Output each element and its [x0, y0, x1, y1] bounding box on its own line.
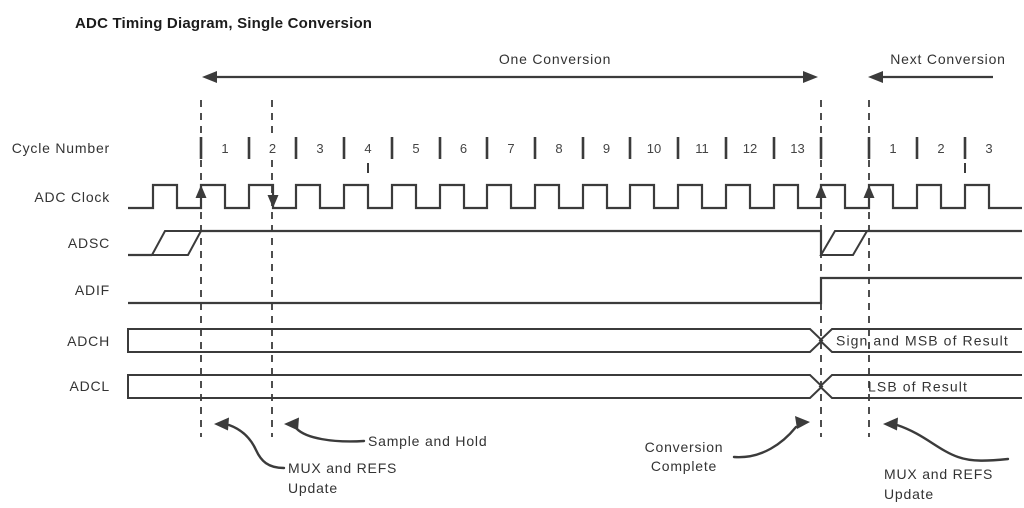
adch-row: ADCH Sign and MSB of Result — [67, 328, 1022, 353]
adsc-high-segment — [201, 229, 823, 255]
adch-result-label: Sign and MSB of Result — [836, 333, 1009, 349]
cycle-number: 6 — [460, 141, 467, 156]
adif-row: ADIF — [75, 276, 1022, 305]
adcl-bus-unknown-hatched — [127, 374, 824, 399]
one-conversion-label: One Conversion — [499, 51, 611, 67]
next-conversion-label: Next Conversion — [890, 51, 1006, 67]
annotation-mux-refs-update-start: MUX and REFS Update — [214, 417, 397, 496]
pointer-curve — [732, 425, 798, 459]
pointer-curve — [295, 427, 366, 443]
adc-clock-row: ADC Clock — [34, 183, 1022, 210]
pointer-arrow-head-icon — [284, 417, 299, 431]
cycle-number: 1 — [221, 141, 228, 156]
pointer-curve — [227, 423, 286, 470]
next-cycle-number: 2 — [937, 141, 944, 156]
adch-bus-result-band — [818, 328, 1022, 353]
row-label-cycle-number: Cycle Number — [12, 140, 110, 156]
adch-bus-unknown-hatched — [127, 328, 824, 353]
pointer-arrow-head-icon — [883, 417, 898, 431]
cycle-number: 13 — [790, 141, 804, 156]
annotation-label: Conversion — [645, 439, 724, 455]
cycle-number: 11 — [695, 141, 709, 156]
arrow-head-right-icon — [803, 71, 818, 83]
annotation-label: Sample and Hold — [368, 433, 487, 449]
annotation-label: MUX and REFS — [288, 460, 397, 476]
row-label-adsc: ADSC — [68, 235, 110, 251]
next-conversion-span: Next Conversion — [868, 51, 1006, 83]
adsc-set-transition-hatch — [150, 230, 203, 256]
cycle-number: 9 — [603, 141, 610, 156]
annotation-conversion-complete: Conversion Complete — [645, 416, 810, 474]
annotation-label: Complete — [651, 458, 717, 474]
arrow-head-left-icon — [202, 71, 217, 83]
cycle-number: 10 — [647, 141, 661, 156]
row-label-adcl: ADCL — [69, 378, 110, 394]
cycle-numbers: 1 2 3 4 5 6 7 8 9 10 11 12 13 1 2 3 — [221, 141, 992, 156]
row-label-adch: ADCH — [67, 333, 110, 349]
annotation-sample-and-hold: Sample and Hold — [284, 417, 487, 449]
annotation-label: Update — [288, 480, 338, 496]
event-marker-lines — [200, 100, 966, 437]
row-label-adif: ADIF — [75, 282, 110, 298]
next-cycle-number: 3 — [985, 141, 992, 156]
rising-edge-arrow-icon — [195, 185, 207, 207]
cycle-number: 4 — [364, 141, 371, 156]
annotation-label: MUX and REFS — [884, 466, 993, 482]
cycle-number: 12 — [743, 141, 757, 156]
adcl-row: ADCL LSB of Result — [69, 374, 1022, 399]
next-cycle-number: 1 — [889, 141, 896, 156]
adcl-bus-result-band — [818, 374, 1022, 399]
adsc-set-again-transition-hatch — [819, 230, 869, 256]
adc-clock-waveform — [128, 183, 1022, 210]
row-label-adc-clock: ADC Clock — [34, 189, 110, 205]
adcl-result-label: LSB of Result — [868, 379, 968, 395]
pointer-curve — [895, 423, 1010, 462]
cycle-ticks — [199, 137, 967, 159]
rising-edge-arrow-icon — [863, 185, 875, 207]
figure-title: ADC Timing Diagram, Single Conversion — [75, 15, 372, 32]
adsc-row: ADSC — [68, 229, 1022, 257]
rising-edge-arrow-icon — [815, 185, 827, 207]
cycle-number: 8 — [555, 141, 562, 156]
cycle-number: 7 — [507, 141, 514, 156]
one-conversion-span: One Conversion — [202, 51, 818, 83]
arrow-head-left-icon — [868, 71, 883, 83]
pointer-arrow-head-icon — [795, 416, 810, 429]
cycle-number: 3 — [316, 141, 323, 156]
cycle-number-row: Cycle Number 1 2 3 4 5 6 7 8 9 10 11 12 … — [12, 137, 993, 159]
annotation-label: Update — [884, 486, 934, 502]
cycle-number: 5 — [412, 141, 419, 156]
cycle-number: 2 — [269, 141, 276, 156]
falling-edge-arrow-icon — [267, 186, 279, 208]
annotation-mux-refs-update-next: MUX and REFS Update — [883, 417, 1010, 502]
adif-waveform — [128, 276, 1022, 305]
pointer-arrow-head-icon — [214, 417, 229, 431]
